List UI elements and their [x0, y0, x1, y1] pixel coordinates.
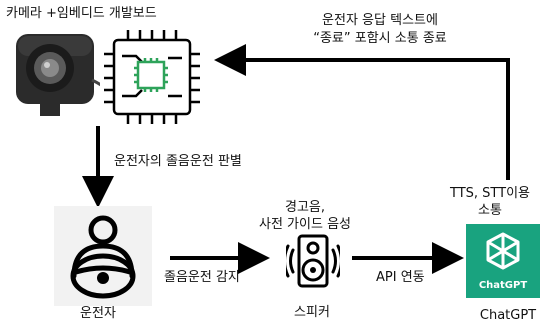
chip-icon — [100, 26, 204, 128]
tts-line2: 소통 — [478, 203, 502, 218]
arrow-chatgpt-to-board — [214, 44, 510, 180]
voice-line1: 경고음, — [284, 200, 325, 215]
response-note-line2: “종료” 포함시 소통 종료 — [313, 31, 447, 46]
chatgpt-logo-icon: ChatGPT — [466, 224, 540, 298]
speaker-icon — [286, 234, 340, 288]
speaker-label: 스피커 — [294, 305, 330, 320]
voice-line2: 사전 가이드 음성 — [259, 217, 351, 232]
api-link-label: API 연동 — [376, 270, 425, 285]
response-note-line1: 운전자 응답 텍스트에 — [322, 13, 438, 28]
drowsy-judgement-label: 운전자의 졸음운전 판별 — [114, 154, 242, 169]
openai-knot-icon — [486, 232, 520, 270]
chatgpt-caption: ChatGPT — [479, 308, 537, 323]
chatgpt-logo-text: ChatGPT — [478, 280, 528, 291]
driver-steering-icon — [54, 206, 152, 306]
tts-line1: TTS, STT이용 — [450, 186, 530, 201]
webcam-icon — [16, 34, 108, 116]
camera-board-label: 카메라 +임베디드 개발보드 — [6, 6, 157, 21]
drowsy-detect-label: 졸음운전 감지 — [164, 270, 240, 285]
driver-label: 운전자 — [80, 306, 116, 321]
